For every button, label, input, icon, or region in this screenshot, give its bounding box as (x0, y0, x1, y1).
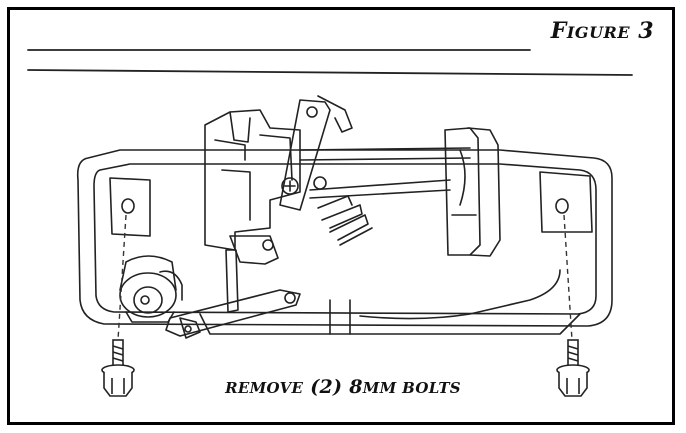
right-mount-hole (555, 198, 569, 214)
handle-housing-outer (76, 149, 613, 327)
spring-clip (321, 204, 373, 246)
left-mount-hole (121, 198, 135, 214)
actuator-rod (299, 147, 471, 199)
handle-housing-inner (93, 163, 597, 315)
left-bolt-guide (117, 214, 127, 341)
latch-cylinder (119, 272, 177, 318)
right-latch-block (444, 127, 481, 256)
right-bolt (556, 339, 590, 397)
mechanism-plate (204, 109, 301, 251)
pivot-screw (281, 177, 299, 195)
lower-link-arm (229, 235, 279, 265)
caption: REMOVE (2) 8MM BOLTS (225, 376, 461, 398)
left-bolt (101, 339, 135, 397)
right-bolt-guide (563, 214, 573, 341)
header-rule-bottom (27, 69, 633, 76)
swing-arm (165, 289, 301, 337)
handle-lip (199, 313, 581, 335)
figure-label: FIGURE 3 (550, 18, 654, 44)
